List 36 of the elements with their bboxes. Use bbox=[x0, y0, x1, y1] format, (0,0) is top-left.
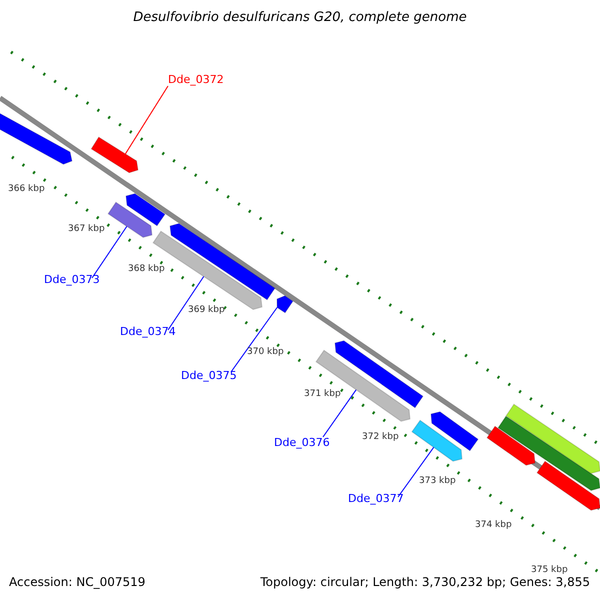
gene-block bbox=[486, 426, 536, 466]
leader-line bbox=[230, 307, 278, 372]
gene-block bbox=[90, 136, 139, 174]
gene-label: Dde_0376 bbox=[274, 436, 330, 449]
gene-label: Dde_0375 bbox=[181, 369, 237, 382]
scale-label: 372 kbp bbox=[362, 432, 399, 442]
scale-label: 370 kbp bbox=[247, 347, 284, 357]
genome-summary: Topology: circular; Length: 3,730,232 bp; Genes: 3,855 bbox=[260, 575, 590, 589]
scale-label: 371 kbp bbox=[304, 389, 341, 399]
gene-block bbox=[169, 222, 276, 300]
gene-block bbox=[125, 193, 166, 226]
gene-label: Dde_0377 bbox=[348, 492, 404, 505]
leader-line bbox=[168, 276, 204, 330]
gene-block bbox=[276, 295, 294, 314]
scale-label: 375 kbp bbox=[531, 565, 568, 575]
scale-label: 368 kbp bbox=[128, 264, 165, 274]
title: Desulfovibrio desulfuricans G20, complete genome bbox=[132, 10, 468, 25]
gene-block bbox=[411, 420, 463, 462]
leader-line bbox=[398, 446, 434, 498]
scale-label: 373 kbp bbox=[419, 476, 456, 486]
gene-block bbox=[536, 460, 600, 511]
gene-label: Dde_0373 bbox=[44, 273, 100, 286]
gene-block bbox=[497, 416, 600, 492]
leader-line bbox=[124, 86, 168, 154]
gene-block bbox=[430, 411, 479, 452]
leader-line bbox=[322, 389, 357, 438]
scale-label: 374 kbp bbox=[475, 520, 512, 530]
scale-label: 366 kbp bbox=[8, 184, 45, 194]
gene-label: Dde_0374 bbox=[120, 325, 176, 338]
accession-text: Accession: NC_007519 bbox=[9, 575, 146, 589]
gene-block bbox=[107, 202, 153, 238]
gene-block bbox=[505, 404, 600, 474]
scale-label: 367 kbp bbox=[68, 224, 105, 234]
gene-label: Dde_0372 bbox=[168, 73, 224, 86]
leader-line bbox=[92, 226, 128, 278]
scale-label: 369 kbp bbox=[188, 305, 225, 315]
